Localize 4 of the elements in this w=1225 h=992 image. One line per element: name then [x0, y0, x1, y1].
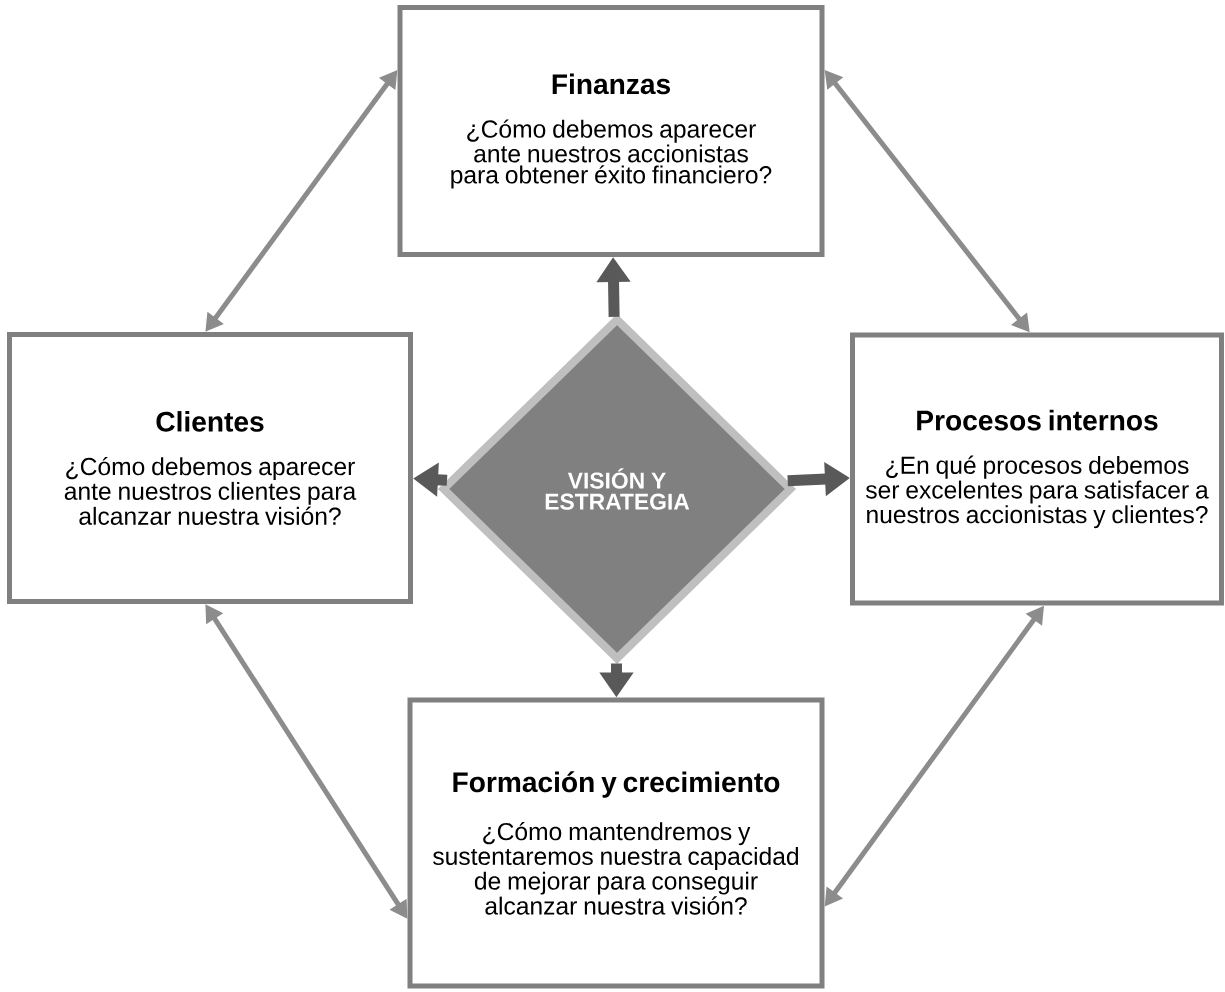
process-box: Procesos internos ¿En qué procesos debemos ser excelentes para satisfacer a nuestros accionistas y clientes? [850, 332, 1224, 606]
process-box: Finanzas ¿Cómo debemos aparecer ante nuestros accionistas para obtener éxito financiero? [397, 5, 825, 257]
process-box: Clientes ¿Cómo debemos aparecer ante nuestros clientes para alcanzar nuestra visión? [7, 332, 413, 604]
process-box: Formación y crecimiento ¿Cómo mantendremos y sustentaremos nuestra capacidad de mejorar para conseguir alcanzar nuestra visión? [407, 697, 825, 989]
